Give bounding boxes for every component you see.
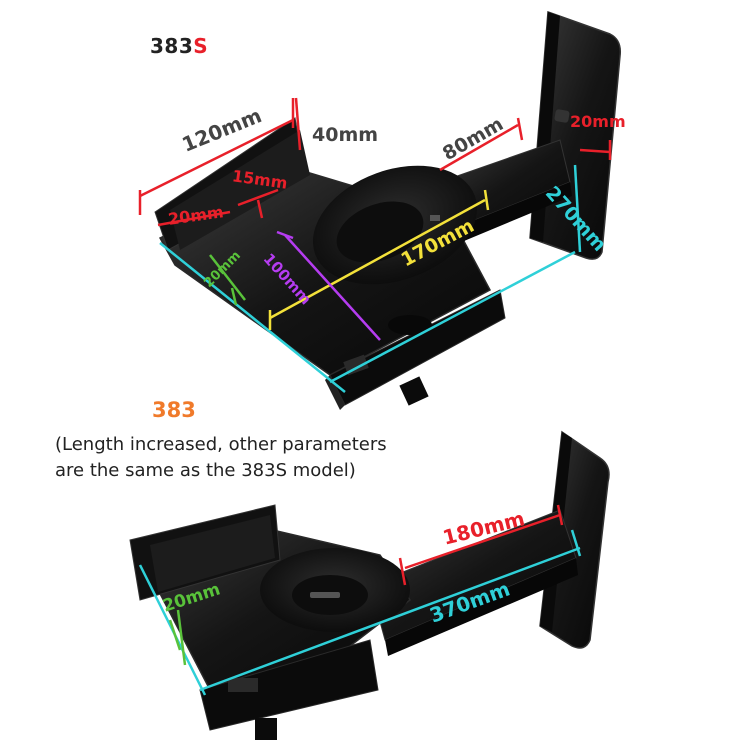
dimension-lines-top bbox=[138, 97, 612, 393]
dim-20mm-wall: 20mm bbox=[570, 112, 626, 131]
model-label-383s: 383S bbox=[150, 34, 208, 58]
model-label-383: 383 bbox=[152, 398, 196, 422]
dimension-lines-bottom bbox=[138, 504, 582, 696]
model-note-line1: (Length increased, other parameters bbox=[55, 434, 387, 455]
dim-40mm: 40mm bbox=[312, 124, 379, 146]
model-prefix: 383 bbox=[150, 34, 194, 58]
bracket-383s bbox=[154, 10, 622, 410]
model-note: (Length increased, other parameters are … bbox=[55, 432, 387, 484]
model-note-line2: are the same as the 383S model) bbox=[55, 460, 356, 481]
model-suffix: S bbox=[193, 34, 209, 58]
front-clamp-bottom bbox=[199, 639, 379, 731]
